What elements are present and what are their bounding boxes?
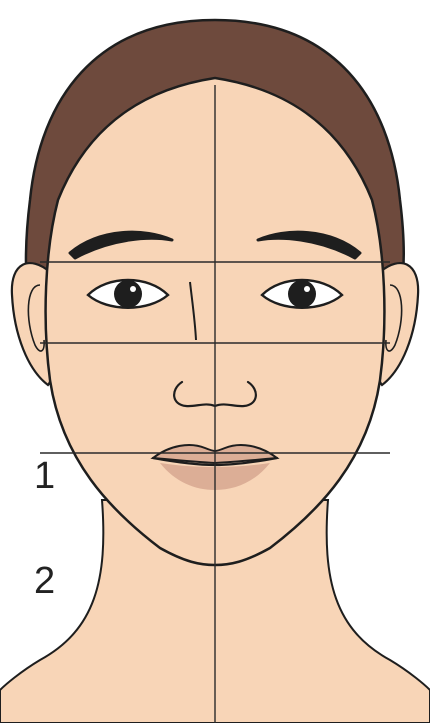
annotation-2: 2: [34, 560, 55, 602]
annotation-1: 1: [34, 455, 55, 497]
